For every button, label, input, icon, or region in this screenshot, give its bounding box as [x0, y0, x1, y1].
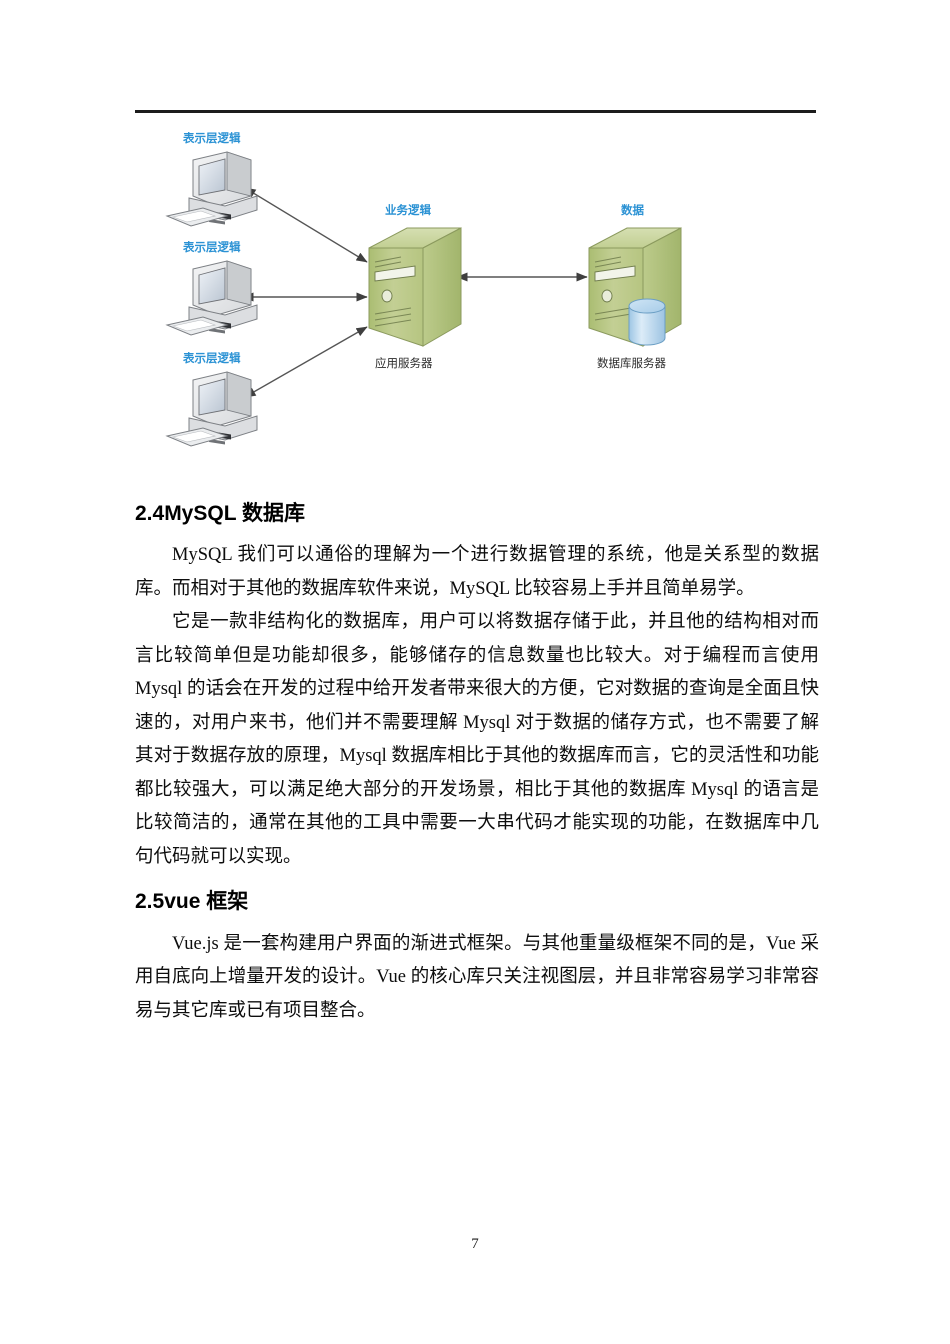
- section-2-4-paragraph-2: 它是一款非结构化的数据库，用户可以将数据存储于此，并且他的结构相对而言比较简单但…: [135, 612, 819, 867]
- section-2-4-paragraph-1: MySQL 我们可以通俗的理解为一个进行数据管理的系统，他是关系型的数据库。而相…: [135, 545, 819, 599]
- application-server-node: 业务逻辑: [368, 203, 462, 370]
- header-rule: [135, 110, 816, 113]
- client-label-2: 表示层逻辑: [182, 240, 241, 254]
- client-node-2: 表示层逻辑: [165, 240, 258, 336]
- client-label-3: 表示层逻辑: [182, 351, 241, 365]
- app-server-bottom-label: 应用服务器: [375, 356, 433, 370]
- document-body: 2.4MySQL 数据库 MySQL 我们可以通俗的理解为一个进行数据管理的系统…: [135, 500, 819, 1028]
- computer-icon: [165, 371, 258, 447]
- computer-icon: [165, 151, 258, 227]
- page-number: 7: [471, 1236, 479, 1252]
- db-server-top-label: 数据: [621, 203, 644, 217]
- db-server-bottom-label: 数据库服务器: [597, 356, 666, 370]
- server-icon: [368, 227, 462, 347]
- section-heading-2-5: 2.5vue 框架: [135, 890, 249, 914]
- computer-icon: [165, 260, 258, 336]
- connector-arrows: [242, 187, 588, 398]
- client-node-1: 表示层逻辑: [165, 131, 258, 227]
- client-label-1: 表示层逻辑: [182, 131, 241, 145]
- architecture-figure: 表示层逻辑 表示层逻辑: [135, 122, 835, 467]
- app-server-top-label: 业务逻辑: [385, 203, 431, 217]
- arrow-client1-to-appserver: [244, 187, 368, 263]
- database-cylinder-icon: [628, 298, 666, 346]
- arrow-client3-to-appserver: [244, 326, 368, 398]
- client-node-3: 表示层逻辑: [165, 351, 258, 447]
- section-heading-2-4: 2.4MySQL 数据库: [135, 502, 305, 525]
- section-2-5-paragraph-1: Vue.js 是一套构建用户界面的渐进式框架。与其他重量级框架不同的是，Vue …: [135, 933, 819, 1021]
- database-server-node: 数据: [588, 203, 682, 370]
